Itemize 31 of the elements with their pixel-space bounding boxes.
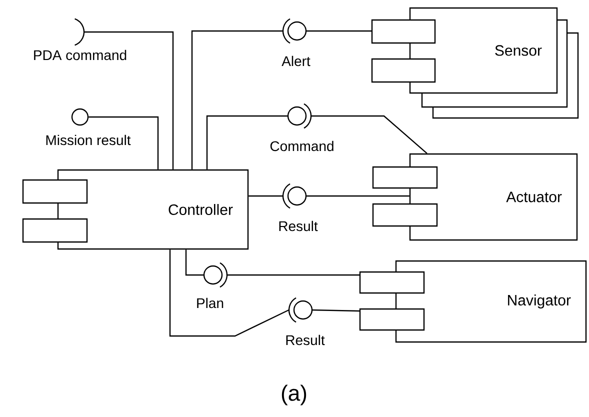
- connector-line: [206, 115, 288, 170]
- interface-label: PDA command: [34, 50, 126, 60]
- caption: (a): [282, 384, 306, 406]
- interface-symbol: [288, 297, 313, 323]
- interface-symbol: [74, 18, 85, 46]
- connector-line: [169, 250, 290, 337]
- interface-symbol: [71, 108, 89, 126]
- connector-line: [88, 116, 159, 170]
- interface-symbol: [282, 18, 307, 44]
- interface-label: Result: [286, 334, 325, 346]
- interface-label: Result: [279, 220, 318, 232]
- component-box: Controller: [22, 169, 249, 250]
- interface-symbol: [282, 183, 307, 209]
- connector-line: [306, 30, 372, 32]
- interface-symbol: [203, 262, 228, 288]
- component-box: Sensor: [371, 7, 579, 119]
- connector-line: [306, 195, 410, 197]
- interface-label: Alert: [282, 56, 310, 66]
- interface-symbol: [287, 103, 312, 129]
- connector-line: [191, 30, 283, 170]
- connector-line: [84, 31, 174, 170]
- connector-line: [311, 115, 428, 154]
- interface-label: Command: [270, 140, 334, 152]
- connector-line: [312, 309, 360, 312]
- component-box: Navigator: [359, 260, 587, 343]
- connector-line: [227, 274, 360, 276]
- interface-label: Mission result: [46, 134, 131, 146]
- connector-line: [185, 250, 204, 276]
- interface-label: Plan: [197, 298, 224, 308]
- connector-line: [248, 195, 283, 197]
- component-box: Actuator: [372, 153, 578, 241]
